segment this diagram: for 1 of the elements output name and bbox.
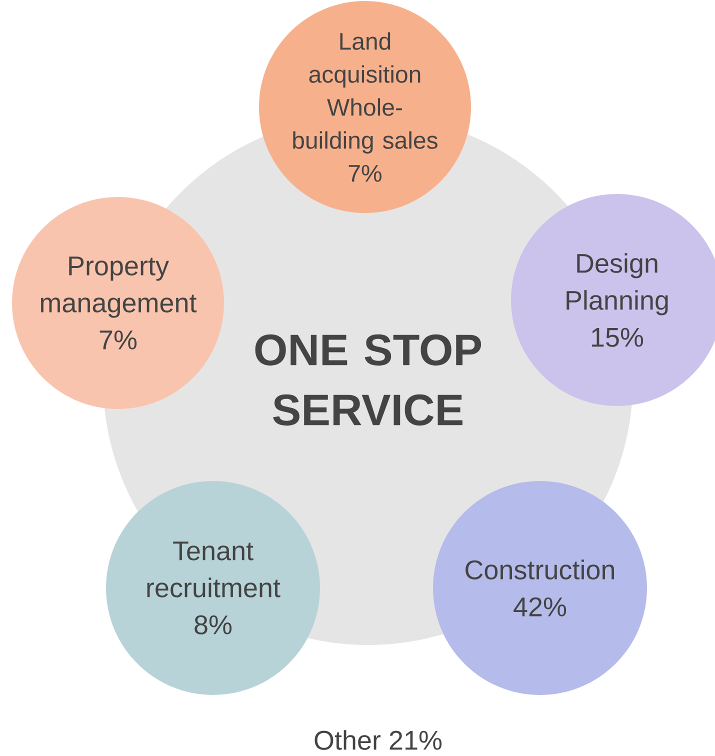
caption-label: Other 21% <box>314 730 442 750</box>
